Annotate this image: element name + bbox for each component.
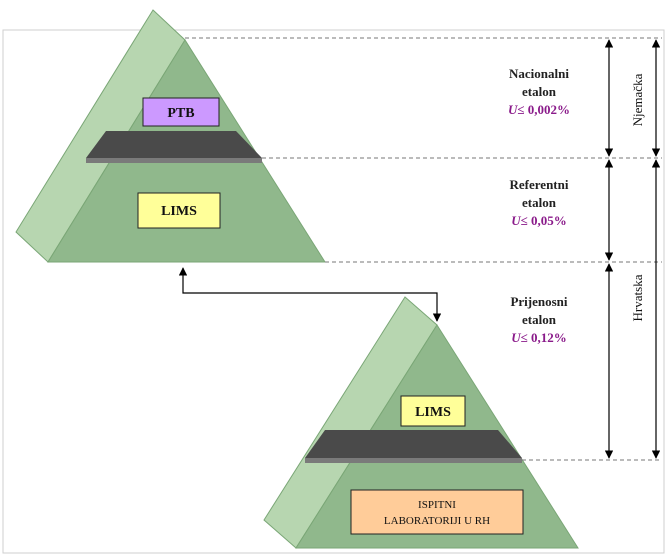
top-lims-box-label: LIMS xyxy=(161,204,197,219)
level-label-transfer: Prijenosni etalon U≤ 0,12% xyxy=(510,294,567,345)
labs-box-label-line1: ISPITNI xyxy=(418,499,456,511)
bottom-pyramid-plate xyxy=(305,430,522,458)
frame-border xyxy=(2,29,665,554)
top-pyramid-plate xyxy=(86,131,262,158)
level-name-line2: etalon xyxy=(522,84,557,99)
labs-box: ISPITNI LABORATORIJI U RH xyxy=(350,489,524,535)
calibration-link-arrow xyxy=(178,267,442,322)
level-name-line1: Nacionalni xyxy=(509,66,569,81)
top-pyramid-plate-edge xyxy=(86,158,262,163)
bottom-lims-box-label: LIMS xyxy=(415,405,451,420)
bottom-pyramid-plate-edge xyxy=(305,458,522,463)
uncertainty-value: U≤ 0,05% xyxy=(511,213,567,228)
level-name-line2: etalon xyxy=(522,195,557,210)
uncertainty-value: U≤ 0,12% xyxy=(511,330,567,345)
ptb-box: PTB xyxy=(142,97,220,127)
top-lims-box: LIMS xyxy=(137,192,221,229)
level-name-line1: Referentni xyxy=(510,177,569,192)
bottom-lims-box: LIMS xyxy=(400,395,466,427)
ptb-box-label: PTB xyxy=(167,106,194,121)
country-label-croatia: Hrvatska xyxy=(630,274,645,321)
level-lines xyxy=(185,37,662,461)
level-label-national: Nacionalni etalon U≤ 0,002% xyxy=(508,66,570,117)
labs-box-label-line2: LABORATORIJI U RH xyxy=(384,515,490,527)
level-name-line2: etalon xyxy=(522,312,557,327)
level-name-line1: Prijenosni xyxy=(510,294,567,309)
uncertainty-value: U≤ 0,002% xyxy=(508,102,570,117)
level-label-reference: Referentni etalon U≤ 0,05% xyxy=(510,177,569,228)
top-pyramid xyxy=(15,9,326,263)
country-label-germany: Njemačka xyxy=(630,73,645,126)
